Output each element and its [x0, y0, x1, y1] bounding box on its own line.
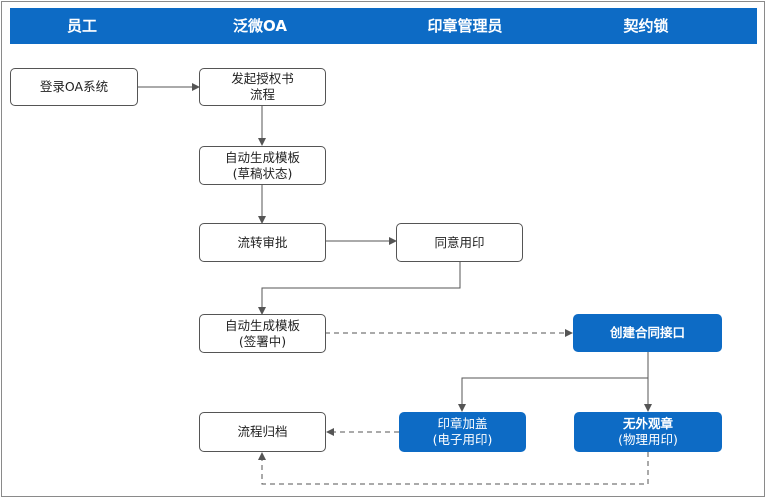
node-gen-signing: 自动生成模板 (签署中) — [199, 314, 326, 353]
node-create-contract-api: 创建合同接口 — [573, 314, 722, 352]
edge-agree-to-signing — [258, 262, 461, 315]
edge-api-to-electronic — [458, 377, 648, 412]
node-archive: 流程归档 — [199, 412, 326, 452]
node-login-oa: 登录OA系统 — [10, 68, 138, 106]
node-start-auth: 发起授权书 流程 — [199, 68, 326, 106]
node-physical-seal: 无外观章 (物理用印) — [574, 412, 722, 452]
swimlane-header: 员工 泛微OA 印章管理员 契约锁 — [10, 8, 757, 44]
lane-title-seal-admin: 印章管理员 — [427, 17, 503, 35]
node-electronic-seal: 印章加盖 (电子用印) — [399, 412, 526, 452]
lane-title-employee: 员工 — [66, 17, 97, 35]
edge-physical-to-archive — [258, 452, 649, 485]
node-agree-seal: 同意用印 — [396, 223, 523, 262]
lane-title-contract-lock: 契约锁 — [623, 17, 669, 35]
lane-title-oa: 泛微OA — [233, 17, 287, 35]
node-gen-draft: 自动生成模板 (草稿状态) — [199, 146, 326, 185]
node-route-approval: 流转审批 — [199, 223, 326, 262]
